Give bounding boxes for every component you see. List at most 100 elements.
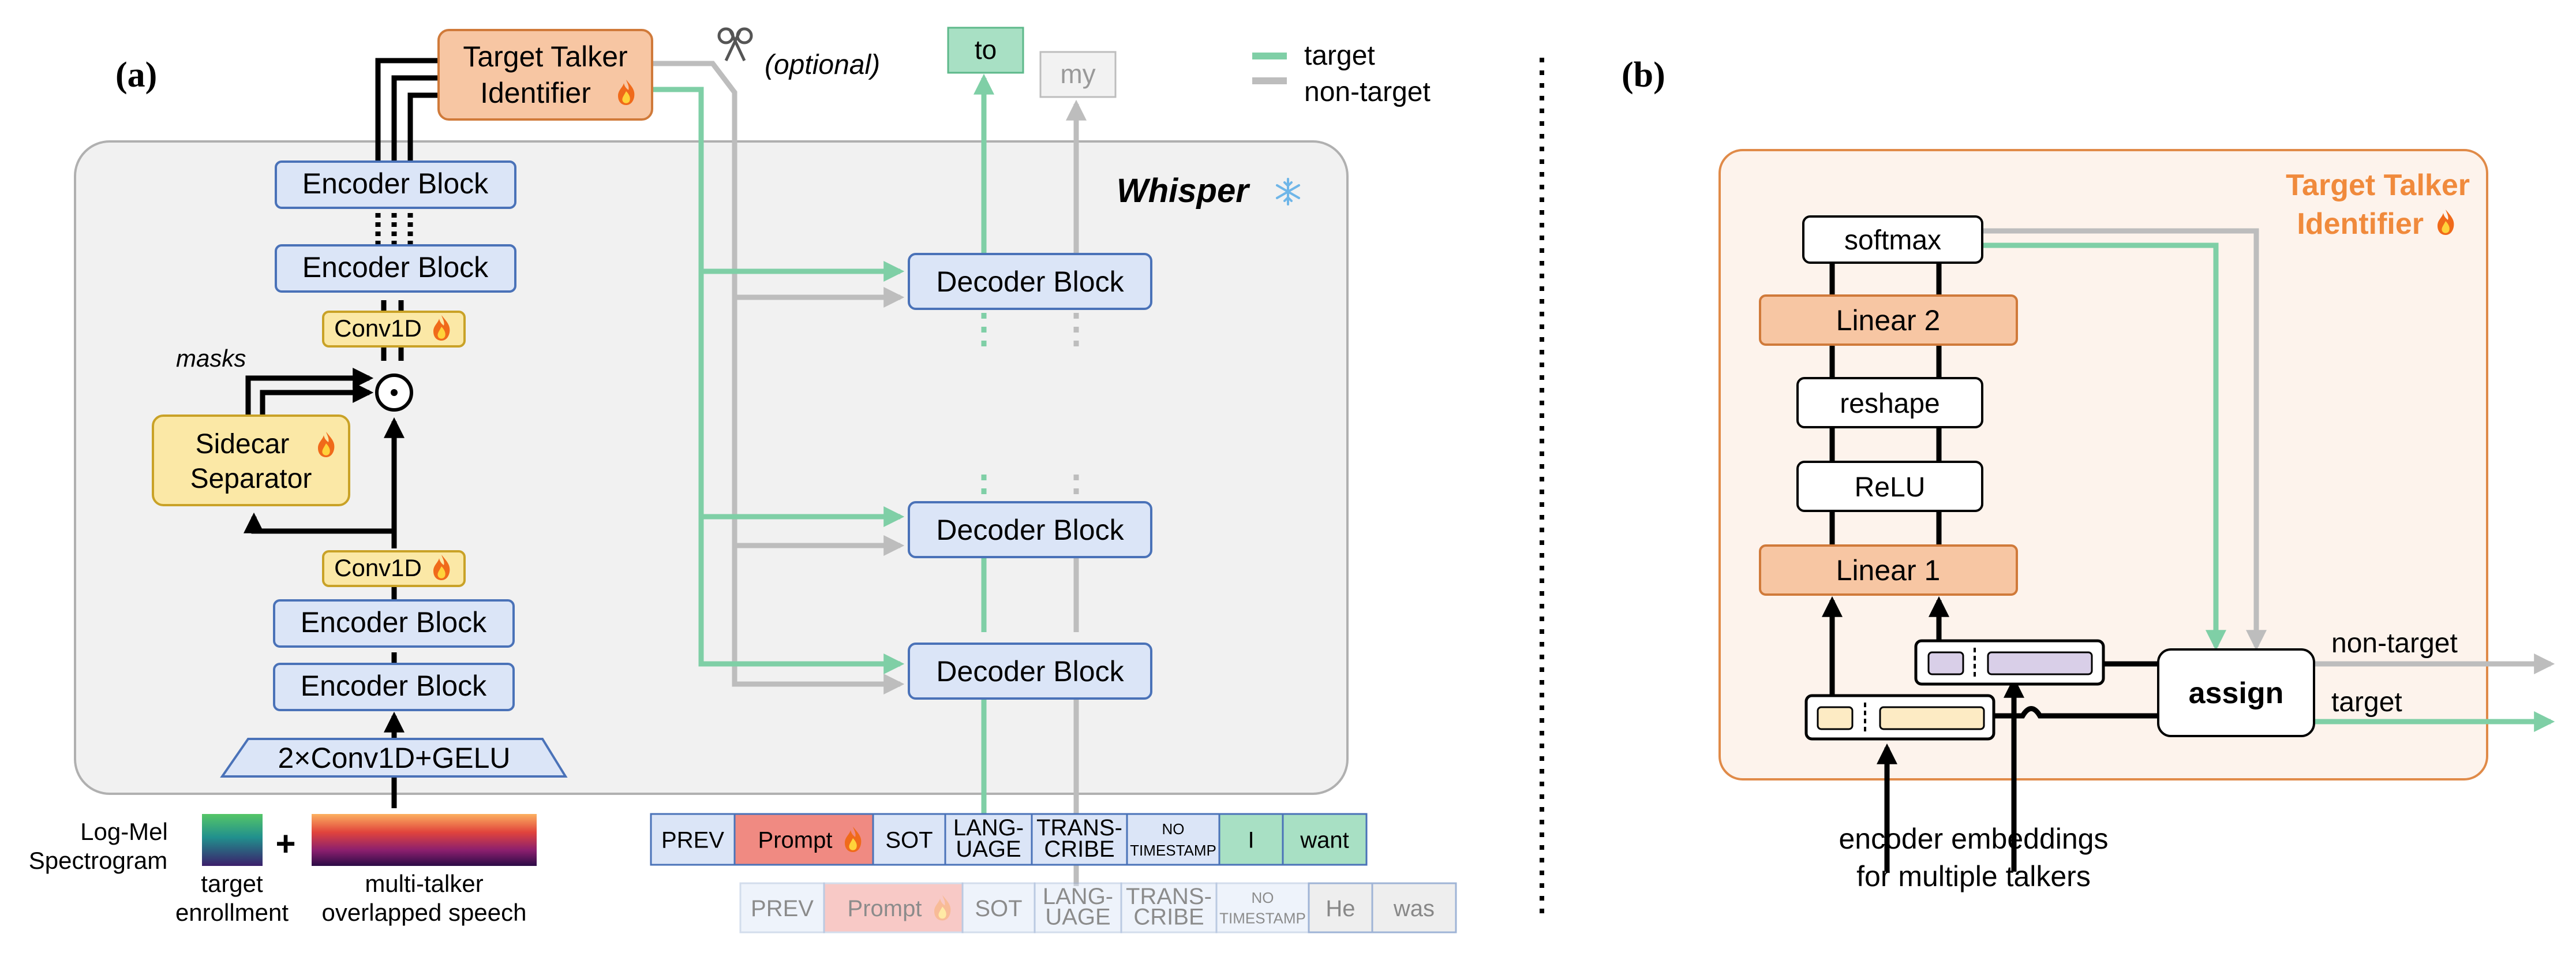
multi-talker-label: multi-talker: [365, 870, 483, 897]
target-token: want: [1282, 813, 1368, 866]
svg-text:Decoder Block: Decoder Block: [936, 514, 1124, 546]
svg-text:2×Conv1D+GELU: 2×Conv1D+GELU: [278, 742, 510, 774]
encoder-block-lower-1: Encoder Block: [273, 599, 515, 648]
target-token: LANG-UAGE: [944, 813, 1033, 866]
svg-text:Encoder Block: Encoder Block: [301, 670, 487, 702]
encoder-block-lower-2: Encoder Block: [273, 663, 515, 711]
token-text: PREV: [751, 896, 814, 921]
svg-text:Conv1D: Conv1D: [334, 315, 422, 342]
scissors-icon: [717, 27, 753, 62]
token-text: UAGE: [956, 836, 1021, 862]
token-text: SOT: [975, 896, 1022, 921]
encoder-flow: [244, 58, 439, 808]
svg-text:Target Talker: Target Talker: [463, 40, 627, 73]
output-target-label: target: [2331, 687, 2402, 718]
svg-text:Encoder Block: Encoder Block: [301, 606, 487, 638]
elementwise-multiply: [375, 374, 413, 412]
token-text: CRIBE: [1044, 836, 1114, 862]
panel-b-label: (b): [1622, 55, 1665, 95]
svg-text:Identifier: Identifier: [480, 77, 591, 109]
svg-text:Decoder Block: Decoder Block: [936, 655, 1124, 688]
linear1-block: Linear 1: [1759, 544, 2018, 596]
tti-title: Target Talker: [2286, 169, 2470, 202]
svg-text:assign: assign: [2189, 677, 2284, 710]
legend: target non-target: [1252, 40, 1431, 107]
nontarget-token: NO TIMESTAMP: [1215, 882, 1310, 933]
token-text: Prompt: [848, 896, 922, 921]
non-target-embedding: [1914, 639, 2105, 686]
output-nontarget-token: my: [1039, 51, 1117, 98]
token-text: TIMESTAMP: [1219, 910, 1306, 927]
softmax-block: softmax: [1802, 215, 1983, 264]
svg-text:reshape: reshape: [1840, 389, 1940, 419]
token-text: NO: [1162, 820, 1185, 838]
linear2-block: Linear 2: [1759, 294, 2018, 346]
token-text: PREV: [661, 827, 724, 853]
token-text: TRANS-: [1126, 884, 1212, 909]
svg-text:for multiple talkers: for multiple talkers: [1856, 860, 2091, 892]
svg-text:ReLU: ReLU: [1855, 472, 1926, 503]
svg-text:Encoder Block: Encoder Block: [302, 251, 489, 283]
plus-sign: +: [275, 824, 295, 863]
assign-block: assign: [2157, 648, 2315, 737]
svg-text:Separator: Separator: [190, 464, 312, 494]
conv-gelu-stem: 2×Conv1D+GELU: [220, 738, 568, 778]
svg-text:Linear 1: Linear 1: [1836, 554, 1941, 587]
masks-label: masks: [176, 345, 246, 372]
optional-label: (optional): [765, 50, 880, 80]
svg-text:Encoder Block: Encoder Block: [302, 167, 489, 200]
target-token: Prompt: [733, 813, 874, 866]
relu-block: ReLU: [1796, 461, 1983, 512]
svg-text:enrollment: enrollment: [175, 899, 289, 926]
nontarget-token: TRANS-CRIBE: [1120, 882, 1218, 933]
svg-text:my: my: [1060, 59, 1095, 89]
legend-non-target: non-target: [1304, 77, 1431, 107]
svg-text:Spectrogram: Spectrogram: [29, 847, 167, 874]
sidecar-separator: Sidecar Separator: [152, 414, 350, 506]
decoder-block-middle: Decoder Block: [908, 501, 1152, 558]
nontarget-token: He: [1308, 882, 1373, 933]
target-flow: [652, 73, 994, 814]
token-text: was: [1393, 896, 1435, 921]
spectrogram-label: Log-Mel: [80, 818, 168, 845]
nontarget-token: was: [1371, 882, 1457, 933]
token-text: TRANS-: [1036, 815, 1122, 841]
input-section: Log-Mel Spectrogram + target enrollment …: [29, 814, 537, 926]
target-token: PREV: [650, 813, 736, 866]
panel-a-label: (a): [115, 55, 157, 95]
encoder-embeddings-label: encoder embeddings: [1839, 823, 2109, 855]
nontarget-token: Prompt: [823, 882, 964, 933]
decoder-block-bottom: Decoder Block: [908, 643, 1152, 700]
target-token: NO TIMESTAMP: [1126, 813, 1220, 866]
token-text: LANG-: [1043, 884, 1113, 909]
token-text: TIMESTAMP: [1130, 842, 1216, 859]
mixture-spectrogram: [312, 814, 537, 866]
svg-text:Decoder Block: Decoder Block: [936, 266, 1124, 298]
token-text: LANG-: [953, 815, 1024, 841]
svg-text:to: to: [975, 35, 997, 65]
output-non-target-label: non-target: [2331, 628, 2458, 659]
target-talker-identifier: Target Talker Identifier: [437, 29, 653, 121]
token-text: UAGE: [1045, 905, 1110, 930]
nontarget-token: LANG-UAGE: [1034, 882, 1122, 933]
target-token: I: [1218, 813, 1284, 866]
encoder-block-upper: Encoder Block: [275, 244, 516, 293]
svg-text:Identifier: Identifier: [2297, 207, 2424, 241]
softmax-output-flow: [1982, 228, 2555, 732]
conv1d-upper: Conv1D: [322, 311, 466, 348]
token-text: CRIBE: [1133, 905, 1204, 930]
nontarget-token: PREV: [739, 882, 825, 933]
svg-text:overlapped speech: overlapped speech: [322, 899, 527, 926]
svg-text:Linear 2: Linear 2: [1836, 304, 1941, 337]
target-enrollment-label: target: [201, 870, 263, 897]
token-text: He: [1326, 896, 1355, 921]
token-text: SOT: [885, 827, 933, 853]
target-embedding: [1804, 694, 1995, 741]
token-text: I: [1248, 827, 1254, 853]
token-text: NO: [1252, 889, 1274, 906]
conv1d-lower: Conv1D: [322, 550, 466, 587]
svg-text:Conv1D: Conv1D: [334, 554, 422, 581]
reshape-block: reshape: [1796, 377, 1983, 428]
